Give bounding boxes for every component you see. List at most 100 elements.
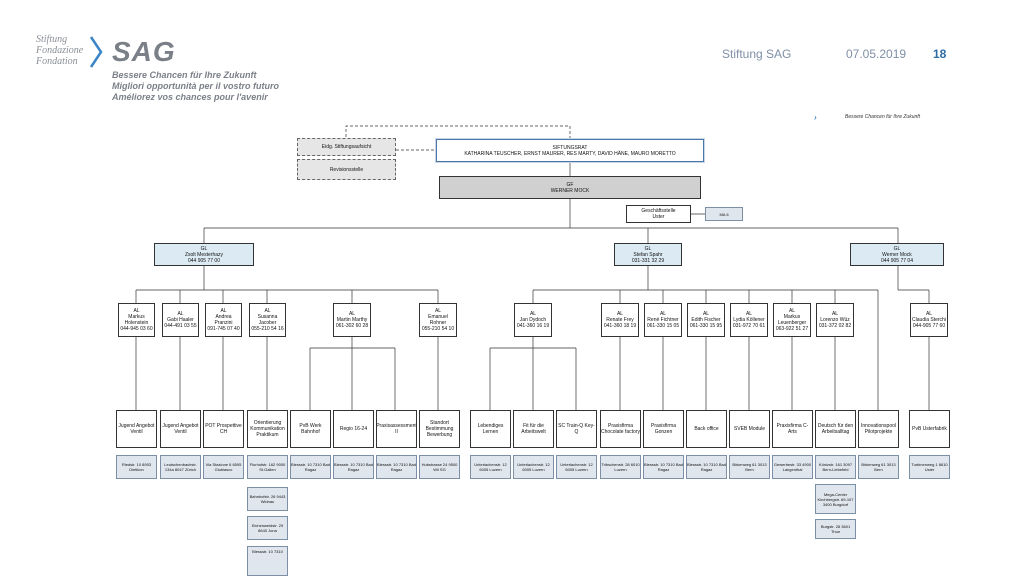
unit-label: Fit für die Arbeitswelt xyxy=(521,423,546,435)
al-phone: 041-360 18 19 xyxy=(603,323,637,329)
al-phone: 055-210 54 10 xyxy=(421,326,455,332)
gf-title: GF xyxy=(566,181,574,188)
unit-box: Innovationspool Pilotprojekte xyxy=(858,410,899,448)
al-title: AL xyxy=(925,311,933,317)
unit-box: Back office xyxy=(686,410,727,448)
gl-name: Werner Mock xyxy=(882,251,912,258)
gs-title: Geschäftsstelle xyxy=(641,208,676,214)
address-label: Eichenweidstr. 29 8640 Jona xyxy=(251,523,284,533)
unit-box: POT Prospettive CH xyxy=(203,410,244,448)
al-name: René Fichtner xyxy=(647,317,679,323)
unit-box: Praxisfirma Chocolate factory xyxy=(600,410,641,448)
unit-box: Standort Bestimmung Bewerbung xyxy=(419,410,460,448)
al-title: AL xyxy=(745,311,753,317)
unit-label: Innovationspool Pilotprojekte xyxy=(860,423,897,435)
stiftungsrat-members: KATHARINA TEUSCHER, ERNST MAURER, RES MA… xyxy=(464,150,676,157)
address-label: Tribschenstr. 28 6010 Luzern xyxy=(601,462,640,472)
address-label: Burgstr. 28 3601 Thun xyxy=(820,524,851,534)
address-label: Könizstr. 161 3097 Bern-Liebefeld xyxy=(818,462,853,472)
address-box: Unterlachenstr. 12 6005 Luzern xyxy=(513,455,554,479)
address-box: Via Stazione 6 6595 Giubiasco xyxy=(203,455,244,479)
gl-title: GL xyxy=(644,245,652,252)
tagline-fr: Améliorez vos chances pour l'avenir xyxy=(112,92,268,102)
stiftungsrat-title: SIFTUNGSRAT xyxy=(552,144,588,151)
unit-label: Praxisfirma C-Arts xyxy=(776,423,809,435)
address-label: Mega-Center Kirchbergstr. 69-107 3400 Bu… xyxy=(817,491,854,507)
unit-box: SVEB Module xyxy=(729,410,770,448)
address-box: Gewerbestr. 33 4900 Langenthal xyxy=(772,455,813,479)
unit-label: PvB Usterfabrik xyxy=(912,426,947,432)
address-box: Könizstr. 161 3097 Bern-Liebefeld xyxy=(815,455,856,479)
unit-box: Orientierung Kommunikation Praktikum xyxy=(247,410,288,448)
tagline-de: Bessere Chancen für Ihre Zukunft xyxy=(112,70,257,80)
unit-label: POT Prospettive CH xyxy=(205,423,242,435)
gl-name: Zsolt Mesterhazy xyxy=(184,251,224,258)
unit-box: Praxisassessment II xyxy=(376,410,417,448)
al-title: AL xyxy=(702,311,710,317)
logo-fondazione: Fondazione xyxy=(36,45,84,56)
chart-tagline: Bessere Chancen für Ihre Zukunft xyxy=(845,114,921,120)
address-label: Blessstr. 10 7310 Bad Ragaz xyxy=(687,462,726,472)
al-title: AL xyxy=(177,311,184,317)
al-name: Edith Fischer xyxy=(691,317,721,323)
address-label: Birkenweg 61 3013 Bern xyxy=(732,462,767,472)
address-label: Gewerbestr. 33 4900 Langenthal xyxy=(773,462,812,472)
al-name: Lorenzo Wüz xyxy=(820,317,850,323)
address-box: Mega-Center Kirchbergstr. 69-107 3400 Bu… xyxy=(815,484,856,514)
stiftungsrat-box: SIFTUNGSRAT KATHARINA TEUSCHER, ERNST MA… xyxy=(436,139,704,162)
gf-name: WERNER MOCK xyxy=(550,187,590,194)
logo-chevron-icon xyxy=(89,36,103,68)
address-box: Blessstr. 10 7310 Bad Ragaz xyxy=(290,455,331,479)
gl-phone: 044 905 77 04 xyxy=(881,257,913,264)
gl-title: GL xyxy=(200,245,208,252)
address-box: Riedstr. 10 8953 Dietikon xyxy=(116,455,157,479)
al-phone: 031-372 02 82 xyxy=(818,323,852,329)
revisionsstelle-box: Revisionsstelle xyxy=(297,159,396,180)
al-phone: 091-745 07 40 xyxy=(207,326,240,332)
al-name: Martin Marthy xyxy=(336,317,368,323)
address-label: Leutschenbachstr. 134a 8047 Zürich xyxy=(164,462,197,472)
gl-phone: 044 905 77 00 xyxy=(188,257,220,264)
revision-label: Revisionsstelle xyxy=(329,166,364,173)
unit-box: Regio 16-24 xyxy=(333,410,374,448)
gl-name: Stefan Spahr xyxy=(633,251,663,258)
al-name: Emanuel Rohner xyxy=(428,314,448,326)
al-name: Susanna Jacober xyxy=(257,314,278,326)
logo-stiftung: Stiftung xyxy=(36,34,68,45)
al-phone: 055-210 54 16 xyxy=(251,326,284,332)
al-phone: 063-922 51 27 xyxy=(775,326,809,332)
al-name: Gabi Haaler xyxy=(167,317,194,323)
address-label: Blessstr. 10 7310 Bad Ragaz xyxy=(377,462,416,472)
page-number: 18 xyxy=(933,47,947,61)
al-title: AL xyxy=(220,308,227,314)
unit-label: Jugend Angebot Ventil xyxy=(162,423,199,435)
address-label: Birkenweg 61 3013 Bern xyxy=(861,462,896,472)
al-phone: 061-302 60 28 xyxy=(335,323,369,329)
address-label: Turbinenweg 1 8610 Uster xyxy=(911,462,948,472)
unit-label: Jugend Angebot Ventil xyxy=(118,423,155,435)
al-title: AL xyxy=(831,311,839,317)
address-box: Burgstr. 28 3601 Thun xyxy=(815,519,856,539)
al-phone: 061-330 15 05 xyxy=(646,323,680,329)
unit-label: Lebendiges Lernen xyxy=(477,423,504,435)
address-label: Bahnhofstr. 26 9443 Widnau xyxy=(249,494,286,504)
al-name: Jan Dydoch xyxy=(519,317,547,323)
unit-box: Jugend Angebot Ventil xyxy=(160,410,201,448)
org-name: Stiftung SAG xyxy=(722,47,792,61)
unit-box: PvB Werk Bahnhof xyxy=(290,410,331,448)
address-label: Unterlachenstr. 12 6005 Luzern xyxy=(474,462,507,472)
address-box: Tribschenstr. 28 6010 Luzern xyxy=(600,455,641,479)
address-label: Unterlachenstr. 12 6005 Luzern xyxy=(560,462,593,472)
address-label: Blessstr. 10 7310 Bad Ragaz xyxy=(644,462,683,472)
al-phone: 044-945 03 60 xyxy=(120,326,153,332)
address-label: Blessstr. 10 7310 Bad Ragaz xyxy=(334,462,373,472)
unit-label: Standort Bestimmung Bewerbung xyxy=(425,420,454,438)
